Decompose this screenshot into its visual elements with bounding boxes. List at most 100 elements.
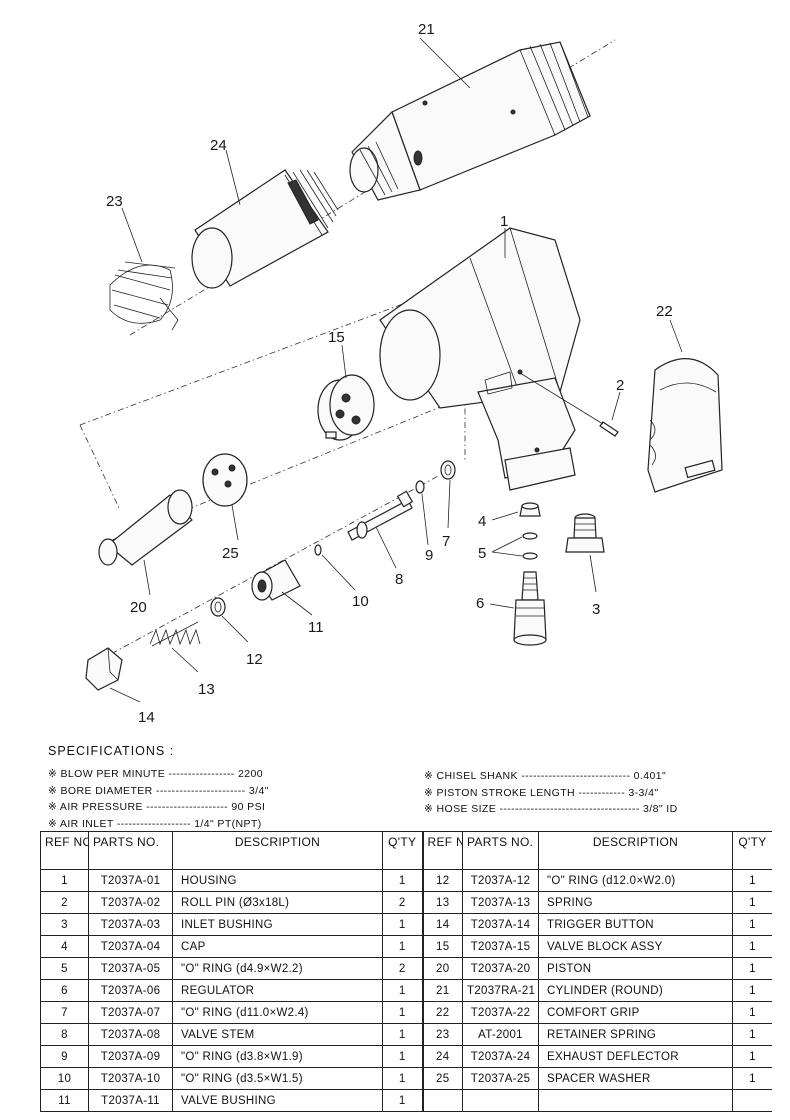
part-number-cell: T2037A-05 — [88, 957, 173, 980]
parts-table: REF NO. PARTS NO. DESCRIPTION Q'TY REF N… — [40, 831, 772, 1112]
valve-block-part — [317, 374, 375, 441]
qty-cell: 1 — [382, 1089, 423, 1112]
callout-21: 21 — [418, 21, 435, 38]
callout-line-8 — [375, 526, 397, 569]
o-ring-12-part — [210, 597, 226, 617]
qty-cell: 1 — [382, 935, 423, 958]
table-header-row: REF NO. PARTS NO. DESCRIPTION Q'TY REF N… — [40, 831, 772, 870]
callout-line-11 — [281, 591, 313, 616]
exhaust-deflector-part — [191, 169, 339, 289]
qty-cell: 1 — [732, 891, 772, 914]
description-cell — [538, 1089, 733, 1112]
part-number-cell: T2037A-22 — [462, 1001, 539, 1024]
callout-line-12 — [221, 615, 249, 643]
ref-cell: 7 — [40, 1001, 89, 1024]
callout-line-22 — [669, 319, 683, 353]
table-row: 7 T2037A-07 "O" RING (d11.0×W2.4) 1 22 T… — [40, 1001, 772, 1024]
description-cell: "O" RING (d12.0×W2.0) — [538, 869, 733, 892]
qty-cell — [732, 1089, 772, 1112]
description-cell: "O" RING (d4.9×W2.2) — [172, 957, 383, 980]
exploded-parts-diagram: 21 24 23 1 2 22 — [79, 21, 723, 726]
specifications-right-column: ※ CHISEL SHANK -------------------------… — [424, 768, 678, 818]
ref-cell: 3 — [40, 913, 89, 936]
ref-cell: 11 — [40, 1089, 89, 1112]
part-number-cell: T2037A-20 — [462, 957, 539, 980]
callout-8: 8 — [395, 571, 403, 588]
ref-cell — [421, 1089, 463, 1112]
header-description: DESCRIPTION — [172, 831, 383, 870]
qty-cell: 1 — [382, 1001, 423, 1024]
callout-5: 5 — [478, 545, 486, 562]
description-cell: EXHAUST DEFLECTOR — [538, 1045, 733, 1068]
spec-air-inlet: ※ AIR INLET ------------------- 1/4" PT(… — [48, 817, 262, 830]
table-row: 4 T2037A-04 CAP 1 15 T2037A-15 VALVE BLO… — [40, 935, 772, 958]
spec-bore-diameter: ※ BORE DIAMETER ----------------------- … — [48, 784, 269, 797]
description-cell: VALVE BLOCK ASSY — [538, 935, 733, 958]
ref-cell: 9 — [40, 1045, 89, 1068]
part-number-cell: T2037A-01 — [88, 869, 173, 892]
qty-cell: 1 — [732, 1045, 772, 1068]
part-number-cell: T2037A-08 — [88, 1023, 173, 1046]
header-qty-right: Q'TY — [732, 831, 772, 870]
qty-cell: 1 — [732, 979, 772, 1002]
ref-cell: 25 — [421, 1067, 463, 1090]
qty-cell: 1 — [732, 869, 772, 892]
spec-hose-size: ※ HOSE SIZE ----------------------------… — [424, 803, 678, 815]
ref-cell: 12 — [421, 869, 463, 892]
callout-line-2 — [611, 391, 621, 421]
qty-cell: 1 — [382, 1067, 423, 1090]
part-number-cell: T2037A-06 — [88, 979, 173, 1002]
callout-11: 11 — [308, 619, 324, 636]
callout-3: 3 — [592, 601, 600, 618]
callout-12: 12 — [246, 651, 263, 668]
callout-line-20 — [143, 559, 151, 596]
description-cell: SPRING — [538, 891, 733, 914]
specifications-left-column: ※ BLOW PER MINUTE ----------------- 2200… — [48, 766, 269, 832]
description-cell: PISTON — [538, 957, 733, 980]
callout-24: 24 — [210, 137, 227, 154]
callout-line-5a — [491, 536, 523, 553]
o-ring-9-part — [415, 480, 425, 494]
description-cell: INLET BUSHING — [172, 913, 383, 936]
spec-blow-per-minute: ※ BLOW PER MINUTE ----------------- 2200 — [48, 768, 263, 780]
ref-cell: 15 — [421, 935, 463, 958]
callout-line-4 — [491, 511, 519, 521]
callout-line-21 — [419, 37, 471, 89]
table-row: 5 T2037A-05 "O" RING (d4.9×W2.2) 2 20 T2… — [40, 957, 772, 980]
description-cell: VALVE STEM — [172, 1023, 383, 1046]
ref-cell: 20 — [421, 957, 463, 980]
qty-cell: 1 — [382, 869, 423, 892]
ref-cell: 8 — [40, 1023, 89, 1046]
inlet-bushing-part — [565, 513, 605, 553]
description-cell: HOUSING — [172, 869, 383, 892]
callout-22: 22 — [656, 303, 673, 320]
regulator-part — [513, 571, 547, 646]
part-number-cell — [462, 1089, 539, 1112]
qty-cell: 1 — [382, 979, 423, 1002]
qty-cell: 1 — [732, 935, 772, 958]
table-row: 6 T2037A-06 REGULATOR 1 21 T2037RA-21 CY… — [40, 979, 772, 1002]
callout-2: 2 — [616, 377, 624, 394]
header-ref-no: REF NO. — [40, 831, 89, 870]
callout-9: 9 — [425, 547, 433, 564]
part-number-cell: T2037A-12 — [462, 869, 539, 892]
roll-pin-part — [519, 372, 619, 437]
callout-23: 23 — [106, 193, 123, 210]
table-row: 8 T2037A-08 VALVE STEM 1 23 AT-2001 RETA… — [40, 1023, 772, 1046]
valve-bushing-part — [251, 559, 301, 601]
callout-line-5b — [491, 551, 523, 557]
retainer-spring-part — [109, 261, 179, 331]
qty-cell: 1 — [732, 1067, 772, 1090]
qty-cell: 1 — [382, 1045, 423, 1068]
qty-cell: 1 — [732, 957, 772, 980]
part-number-cell: T2037A-04 — [88, 935, 173, 958]
spec-chisel-shank: ※ CHISEL SHANK -------------------------… — [424, 770, 667, 782]
description-cell: RETAINER SPRING — [538, 1023, 733, 1046]
callout-line-24 — [225, 149, 241, 206]
header-parts-no-right: PARTS NO. — [462, 831, 539, 870]
part-number-cell: T2037A-13 — [462, 891, 539, 914]
callout-line-7 — [447, 479, 451, 529]
table-row: 11 T2037A-11 VALVE BUSHING 1 — [40, 1089, 772, 1112]
callout-line-14 — [109, 687, 141, 703]
callout-25: 25 — [222, 545, 239, 562]
